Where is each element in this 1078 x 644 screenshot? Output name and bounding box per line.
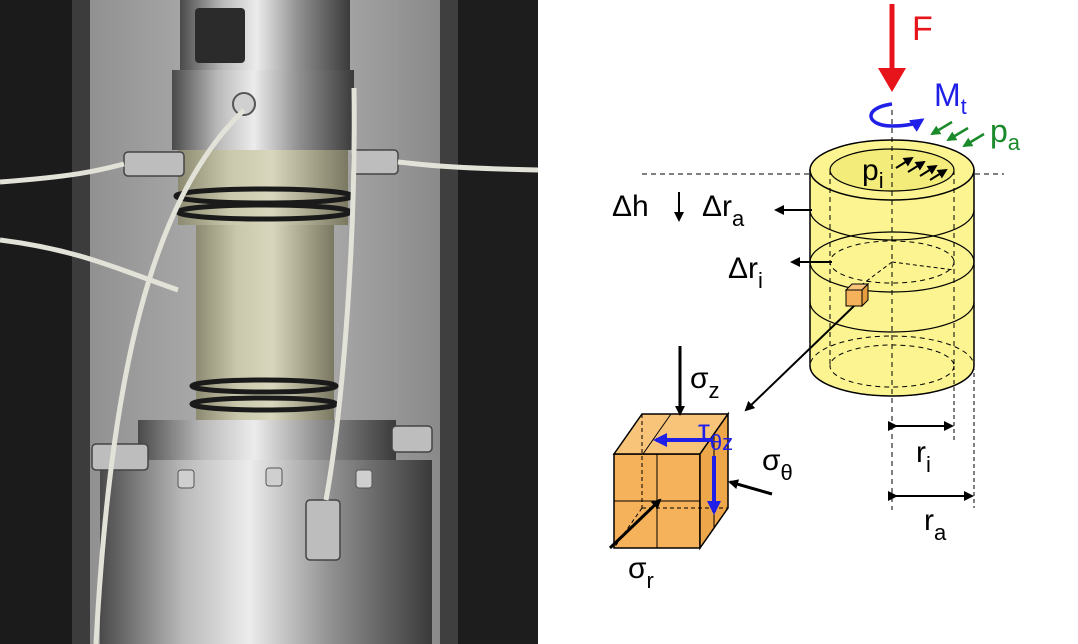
outer-pressure-arrows <box>930 120 985 148</box>
force-label: F <box>912 10 933 48</box>
upper-block <box>195 8 245 63</box>
lower-cylinder <box>100 460 432 644</box>
inner-pressure-arrows <box>895 156 948 181</box>
delta-ri-label: Δri <box>728 252 763 293</box>
hollow-cylinder <box>809 110 975 510</box>
pressure-tubes <box>0 87 538 644</box>
frame-column-right <box>456 0 538 644</box>
lower-flange <box>138 420 396 460</box>
sigma-z-label: σz <box>690 362 720 403</box>
delta-h-label: Δh <box>612 190 649 223</box>
bolts <box>177 467 373 489</box>
element-leader-arrow <box>744 305 855 412</box>
frame-edge-right <box>440 0 458 644</box>
sigma-r-label: σr <box>628 552 654 593</box>
force-arrowhead <box>878 68 906 92</box>
test-apparatus-photo <box>0 0 538 644</box>
frame-edge-left <box>72 0 90 644</box>
upper-fitting <box>232 92 256 116</box>
specimen-body <box>196 225 334 440</box>
outer-pressure-label: pa <box>990 113 1021 155</box>
loading-diagram: F Mt pa pi Δh Δra Δri ri ra <box>608 4 1021 593</box>
side-fittings <box>91 149 433 561</box>
inner-pressure-label: pi <box>862 154 884 193</box>
frame-column-left <box>0 0 72 644</box>
cylinder-ring-3 <box>809 301 975 333</box>
sigma-theta-label: σθ <box>762 444 793 485</box>
ri-label: ri <box>916 436 931 477</box>
sigma-r-arrow <box>608 498 662 550</box>
tau-label: τθz <box>698 414 733 455</box>
moment-arrow <box>869 102 925 132</box>
moment-label: Mt <box>934 77 967 119</box>
small-volume-element <box>844 282 870 308</box>
ra-label: ra <box>924 504 947 545</box>
sigma-theta-arrow <box>728 479 773 496</box>
radius-dashed-2 <box>891 261 955 271</box>
delta-ra-label: Δra <box>702 190 745 231</box>
upper-clamp <box>172 70 354 150</box>
